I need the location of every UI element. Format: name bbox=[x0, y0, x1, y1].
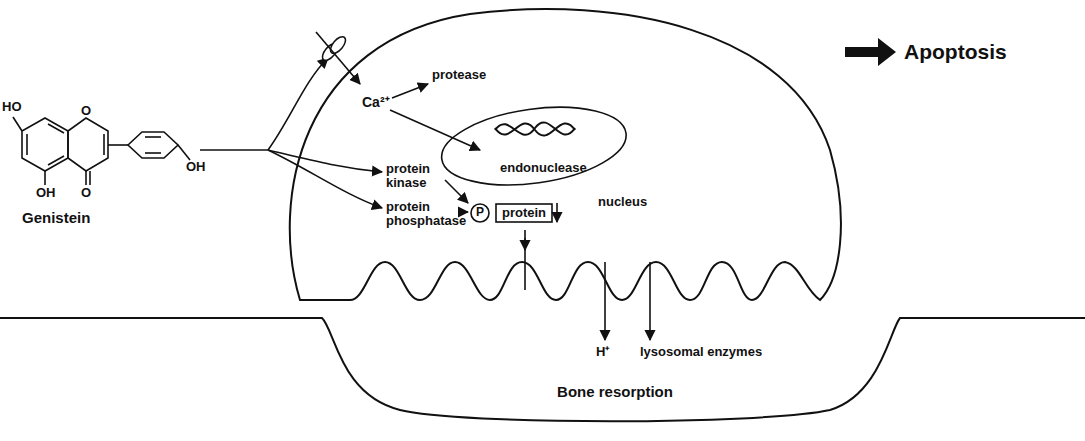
label: lysosomal enzymes bbox=[640, 345, 762, 359]
label: O bbox=[81, 104, 91, 118]
node-text: endonuclease bbox=[500, 161, 587, 175]
node-text: Bone resorption bbox=[557, 384, 673, 401]
label: HO bbox=[2, 100, 22, 114]
nucleus: endonucleasenucleus bbox=[430, 95, 640, 213]
label: protease bbox=[432, 68, 486, 82]
bone-surface bbox=[0, 318, 1085, 421]
label: OH bbox=[36, 186, 56, 200]
dna bbox=[495, 122, 575, 135]
label: OH bbox=[186, 160, 206, 174]
ion-channel bbox=[320, 34, 349, 63]
node-text: P bbox=[476, 206, 484, 219]
label: H⁺ bbox=[596, 345, 609, 359]
resorption-lacuna: Bone resorption bbox=[400, 372, 830, 412]
label: Genistein bbox=[22, 210, 90, 227]
genistein-structure bbox=[13, 58, 382, 208]
big-arrow bbox=[845, 38, 896, 66]
phospho-circle: P bbox=[470, 203, 490, 223]
node-text: nucleus bbox=[598, 195, 647, 209]
label: Ca²⁺ bbox=[362, 95, 390, 110]
label: protein kinase bbox=[386, 162, 446, 191]
osteoclast bbox=[290, 9, 841, 300]
protein-box: protein bbox=[495, 203, 553, 223]
node-text: protein bbox=[502, 206, 546, 220]
label: protein phosphatase bbox=[386, 200, 461, 229]
arrows bbox=[316, 32, 650, 340]
label: O bbox=[81, 186, 91, 200]
label: Apoptosis bbox=[904, 40, 1007, 63]
